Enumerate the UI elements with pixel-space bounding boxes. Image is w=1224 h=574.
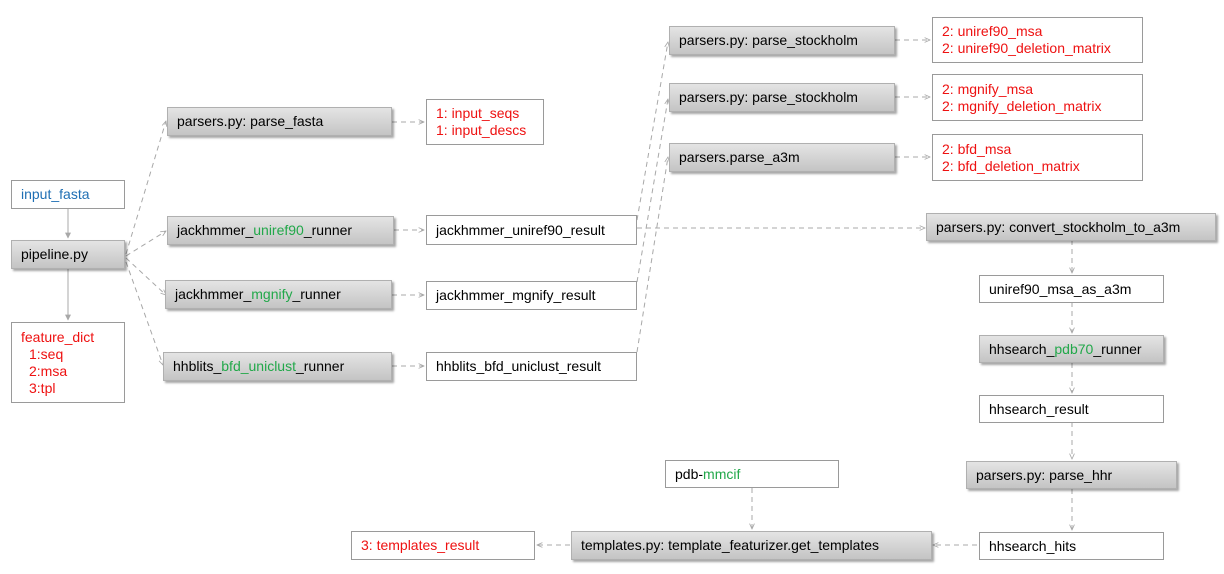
- convert-stockholm-label: parsers.py: convert_stockholm_to_a3m: [936, 218, 1181, 235]
- bfd-uniclust-result-label: hhblits_bfd_uniclust_result: [436, 358, 601, 374]
- arrow-bfd-result-to-parse-a3m: [636, 157, 668, 353]
- templates-result-node: 3: templates_result: [351, 531, 535, 560]
- mgnify-db-name: mgnify: [251, 286, 293, 302]
- hhsearch-result-label: hhsearch_result: [989, 400, 1089, 417]
- templates-result-label: 3: templates_result: [361, 537, 480, 553]
- parse-hhr-node: parsers.py: parse_hhr: [966, 461, 1177, 489]
- pdb70-db-name: pdb70: [1054, 340, 1094, 357]
- parse-hhr-label: parsers.py: parse_hhr: [976, 466, 1113, 483]
- arrow-pipeline-to-jackhmmer-mgnify: [125, 257, 166, 295]
- jackhmmer-mgnify-runner-node: jackhmmer_mgnify_runner: [165, 280, 392, 309]
- parse-fasta-label: parsers.py: parse_fasta: [177, 113, 324, 129]
- parse-stockholm-mgnify-node: parsers.py: parse_stockholm: [669, 83, 895, 112]
- jackhmmer-mgnify-runner-label: jackhmmer_mgnify_runner: [175, 286, 341, 302]
- parse-stockholm-mgnify-label: parsers.py: parse_stockholm: [679, 89, 858, 105]
- bfd-deletion-matrix-line: 2: bfd_deletion_matrix: [942, 157, 1080, 174]
- pipeline-label: pipeline.py: [21, 246, 88, 262]
- arrow-uniref90-result-to-parse-stockholm: [636, 42, 668, 221]
- bfd-msa-output-node: 2: bfd_msa 2: bfd_deletion_matrix: [932, 134, 1143, 181]
- hhsearch-hits-node: hhsearch_hits: [979, 532, 1164, 560]
- uniref90-msa-output-node: 2: uniref90_msa 2: uniref90_deletion_mat…: [932, 17, 1143, 63]
- pipeline-node: pipeline.py: [11, 240, 125, 269]
- mgnify-msa-output-node: 2: mgnify_msa 2: mgnify_deletion_matrix: [932, 74, 1143, 121]
- hhsearch-runner-label: hhsearch_pdb70_runner: [989, 340, 1142, 357]
- parse-stockholm-uniref90-label: parsers.py: parse_stockholm: [679, 32, 858, 48]
- mgnify-deletion-matrix-line: 2: mgnify_deletion_matrix: [942, 97, 1102, 114]
- parse-a3m-node: parsers.parse_a3m: [669, 143, 895, 172]
- uniref90-msa-line: 2: uniref90_msa: [942, 23, 1043, 39]
- fasta-output-descs: 1: input_descs: [436, 122, 527, 138]
- mmcif-db-name: mmcif: [703, 465, 741, 482]
- arrow-mgnify-result-to-parse-stockholm: [636, 99, 668, 283]
- fasta-output-seqs: 1: input_seqs: [436, 105, 520, 121]
- jackhmmer-uniref90-runner-node: jackhmmer_uniref90_runner: [167, 216, 394, 245]
- input-fasta-label: input_fasta: [21, 186, 90, 202]
- hhblits-bfd-uniclust-runner-label: hhblits_bfd_uniclust_runner: [173, 358, 345, 374]
- uniref90-result-label: jackhmmer_uniref90_result: [436, 221, 605, 238]
- mgnify-msa-line: 2: mgnify_msa: [942, 80, 1034, 97]
- input-fasta-node: input_fasta: [11, 180, 125, 209]
- bfd-uniclust-db-name: bfd_uniclust: [221, 358, 296, 374]
- arrow-pipeline-to-parse-fasta: [125, 121, 166, 255]
- parse-fasta-node: parsers.py: parse_fasta: [167, 107, 392, 136]
- parse-a3m-label: parsers.parse_a3m: [679, 149, 800, 165]
- uniref90-db-name: uniref90: [253, 222, 304, 238]
- uniref90-a3m-label: uniref90_msa_as_a3m: [989, 280, 1132, 297]
- arrow-pipeline-to-jackhmmer-uniref90: [125, 231, 166, 257]
- arrow-pipeline-to-hhblits: [125, 261, 163, 365]
- uniref90-deletion-matrix-line: 2: uniref90_deletion_matrix: [942, 40, 1111, 56]
- hhsearch-runner-node: hhsearch_pdb70_runner: [979, 335, 1164, 363]
- feature-dict-item-tpl: 3:tpl: [29, 380, 56, 396]
- feature-dict-item-msa: 2:msa: [29, 363, 68, 379]
- convert-stockholm-node: parsers.py: convert_stockholm_to_a3m: [926, 213, 1216, 241]
- uniref90-result-node: jackhmmer_uniref90_result: [426, 215, 637, 245]
- hhsearch-hits-label: hhsearch_hits: [989, 537, 1077, 554]
- hhsearch-result-node: hhsearch_result: [979, 395, 1164, 423]
- parse-stockholm-uniref90-node: parsers.py: parse_stockholm: [669, 26, 895, 55]
- bfd-msa-line: 2: bfd_msa: [942, 140, 1012, 157]
- pdb-mmcif-label: pdb-mmcif: [675, 465, 741, 482]
- mgnify-result-label: jackhmmer_mgnify_result: [436, 287, 596, 303]
- uniref90-a3m-node: uniref90_msa_as_a3m: [979, 275, 1164, 303]
- get-templates-node: templates.py: template_featurizer.get_te…: [571, 531, 932, 560]
- feature-dict-title: feature_dict: [21, 329, 95, 345]
- fasta-output-node: 1: input_seqs 1: input_descs: [426, 99, 544, 145]
- jackhmmer-uniref90-runner-label: jackhmmer_uniref90_runner: [177, 222, 353, 238]
- feature-dict-item-seq: 1:seq: [29, 346, 64, 362]
- hhblits-bfd-uniclust-runner-node: hhblits_bfd_uniclust_runner: [163, 352, 392, 381]
- pdb-mmcif-node: pdb-mmcif: [665, 460, 839, 488]
- feature-dict-node: feature_dict 1:seq 2:msa 3:tpl: [11, 322, 125, 403]
- bfd-uniclust-result-node: hhblits_bfd_uniclust_result: [426, 352, 637, 381]
- get-templates-label: templates.py: template_featurizer.get_te…: [581, 537, 880, 553]
- mgnify-result-node: jackhmmer_mgnify_result: [426, 281, 637, 310]
